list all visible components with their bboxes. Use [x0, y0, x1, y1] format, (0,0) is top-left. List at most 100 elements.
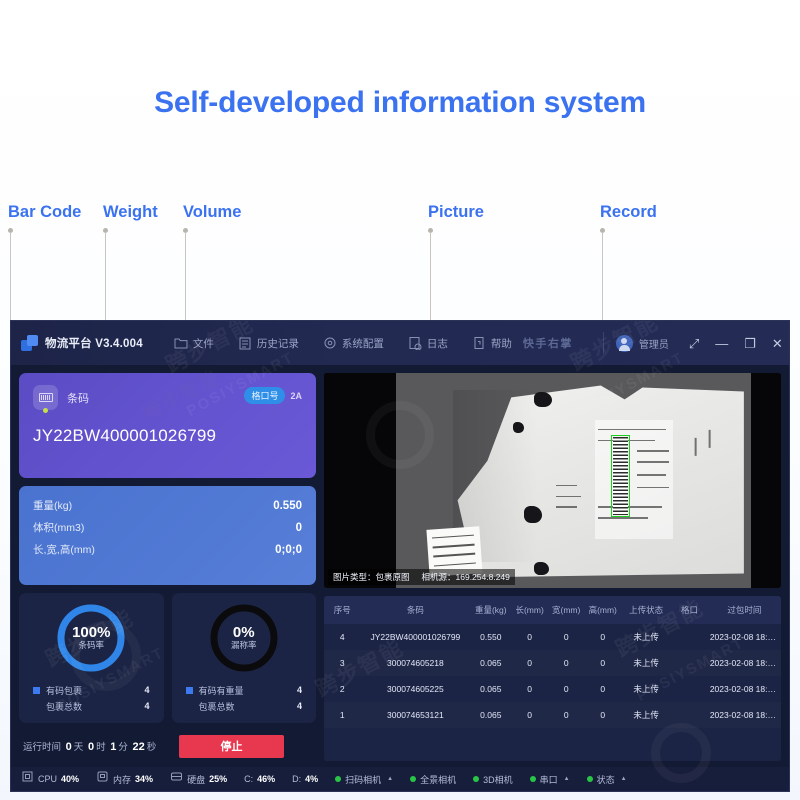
menu-item-gear[interactable]: 系统配置 [312, 332, 395, 355]
table-header-cell[interactable]: 上传状态 [621, 596, 672, 624]
status-device-状态[interactable]: 状态▲ [586, 773, 627, 786]
help-icon [472, 336, 486, 350]
legend-value: 4 [144, 685, 150, 696]
legend-swatch [185, 686, 193, 694]
status-metric-value: 25% [209, 774, 228, 784]
status-metric-value: 4% [305, 774, 319, 784]
table-cell: 0 [563, 658, 569, 668]
table-cell: 0.065 [480, 710, 502, 720]
status-dot [586, 776, 593, 782]
picture-image [324, 373, 781, 588]
status-device-label: 串口 [539, 774, 558, 785]
stop-button[interactable]: 停止 [179, 734, 284, 758]
status-device-label: 3D相机 [483, 774, 513, 785]
callout-dot [428, 228, 433, 233]
runtime-hours-unit: 时 [96, 742, 106, 754]
table-cell: 300074605225 [387, 684, 444, 694]
table-cell: 0 [600, 658, 606, 668]
table-header-cell[interactable]: 格口 [671, 596, 708, 624]
table-header-cell[interactable]: 高(mm) [584, 596, 621, 624]
menu-item-log[interactable]: 日志 [397, 332, 459, 355]
close-button[interactable]: ✕ [771, 335, 783, 351]
table-header-cell[interactable]: 重量(kg) [470, 596, 512, 624]
runtime-minutes: 1 [110, 741, 117, 754]
table-cell: 300074605218 [387, 658, 444, 668]
callout-dot [8, 228, 13, 233]
status-device-全景相机[interactable]: 全景相机 [410, 773, 456, 786]
table-cell: 0 [563, 684, 569, 694]
barcode-detection-box [610, 435, 631, 518]
runtime-minutes-unit: 分 [118, 742, 128, 754]
gauge-percent: 100% [72, 624, 111, 642]
runtime-hours: 0 [87, 741, 95, 754]
legend-swatch [33, 703, 40, 710]
table-header-cell[interactable]: 宽(mm) [547, 596, 585, 624]
user-chip[interactable]: 管理员 [615, 334, 669, 352]
legend-value: 4 [144, 701, 150, 712]
right-column: 图片类型：包裹原图 相机源：169.254.8.249 序号条码重量(kg)长(… [324, 373, 781, 761]
table-cell: 2023-02-08 18:1... [709, 632, 780, 642]
maximize-button[interactable]: ❐ [744, 335, 756, 351]
table-header-cell[interactable]: 条码 [360, 596, 471, 624]
chevron-up-icon[interactable]: ▲ [387, 776, 394, 782]
table-cell: 0.065 [480, 684, 502, 694]
runtime-prefix: 运行时间 [23, 742, 62, 754]
table-cell: 4 [339, 632, 345, 642]
gear-icon [323, 336, 337, 350]
pin-window-button[interactable]: ⤢ [688, 335, 700, 351]
status-metric-value: 40% [61, 774, 80, 784]
menu-item-history[interactable]: 历史记录 [227, 332, 310, 355]
menu-item-label: 日志 [426, 337, 448, 350]
title-bar-right: 快手右掌 管理员 ⤢ — ❐ ✕ [523, 332, 789, 354]
status-metric-label: C: [244, 774, 254, 784]
chevron-up-icon[interactable]: ▲ [563, 776, 570, 782]
menu-item-label: 历史记录 [256, 337, 299, 350]
table-cell [671, 702, 708, 728]
measurement-key: 长,宽,高(mm) [33, 544, 95, 557]
gauge-ring: 0%漏称率 [208, 602, 280, 674]
table-cell [671, 676, 708, 702]
cpu-icon [21, 770, 34, 788]
table-cell: 2 [339, 684, 345, 694]
table-cell: 3 [339, 658, 345, 668]
chevron-up-icon[interactable]: ▲ [620, 776, 627, 782]
avatar [615, 334, 633, 352]
table-cell: 300074653121 [387, 710, 444, 720]
table-header-row: 序号条码重量(kg)长(mm)宽(mm)高(mm)上传状态格口过包时间 [324, 596, 781, 624]
picture-panel[interactable]: 图片类型：包裹原图 相机源：169.254.8.249 [324, 373, 781, 588]
menu-item-help[interactable]: 帮助 [461, 332, 523, 355]
status-metric-value: 46% [257, 774, 276, 784]
menu-item-folder[interactable]: 文件 [163, 332, 225, 355]
measurement-value: 0;0;0 [275, 544, 302, 557]
table-cell: 2023-02-08 18:0... [709, 684, 780, 694]
barcode-label: 条码 [67, 392, 89, 405]
legend-label: 包裹总数 [46, 701, 83, 712]
runtime-days: 0 [65, 741, 72, 754]
status-dot [335, 776, 342, 782]
table-cell: 未上传 [633, 710, 659, 720]
table-header-cell[interactable]: 序号 [324, 596, 361, 624]
table-cell: 0 [527, 710, 532, 720]
minimize-button[interactable]: — [715, 335, 729, 351]
measurement-key: 重量(kg) [33, 500, 73, 513]
table-header-cell[interactable]: 过包时间 [707, 596, 781, 624]
status-device-串口[interactable]: 串口 ▲ [529, 773, 570, 786]
history-icon [238, 336, 252, 350]
table-header-cell[interactable]: 长(mm) [511, 596, 548, 624]
status-device-3D相机[interactable]: 3D相机 [473, 773, 513, 786]
status-device-扫码相机[interactable]: 扫码相机▲ [335, 773, 393, 786]
title-bar: 物流平台 V3.4.004 文件历史记录系统配置日志帮助 快手右掌 管理员 ⤢ … [11, 321, 789, 365]
